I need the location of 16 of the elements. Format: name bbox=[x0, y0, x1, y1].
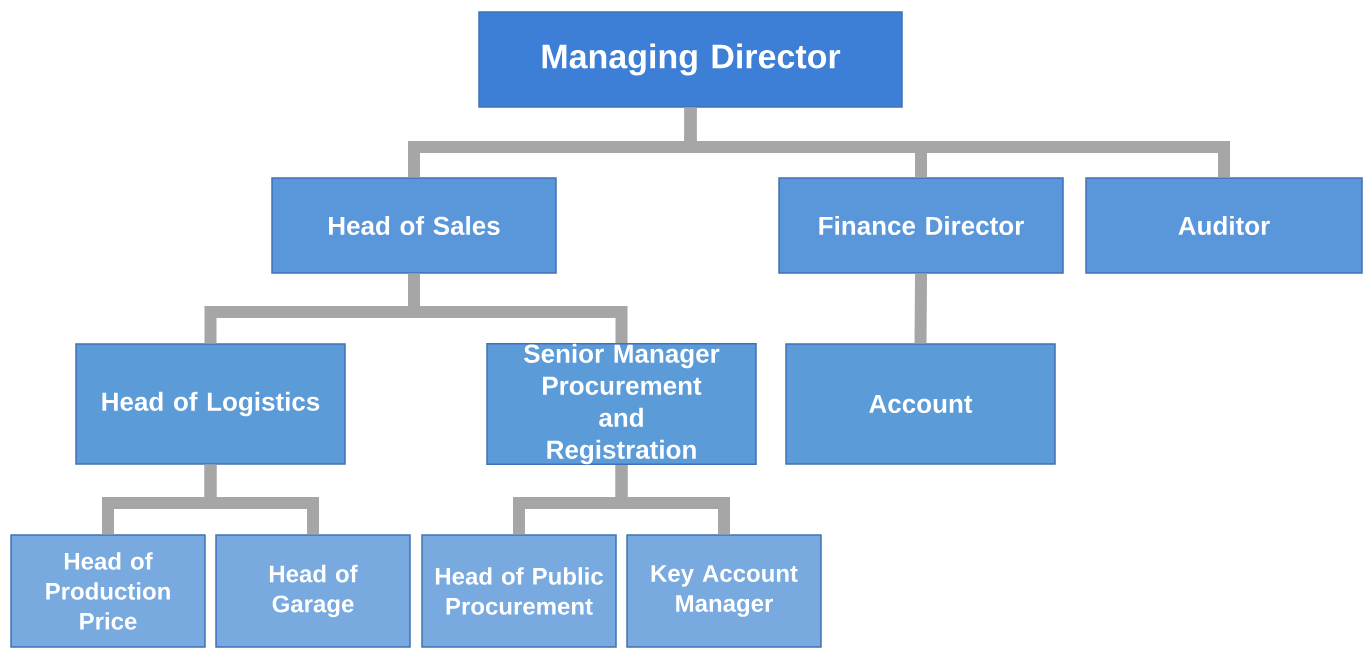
org-box: Finance Director bbox=[778, 177, 1064, 274]
org-box: Head of Garage bbox=[215, 534, 411, 648]
org-box: Head of Public Procurement bbox=[421, 534, 617, 648]
org-box: Head of Logistics bbox=[75, 343, 346, 465]
connector-line bbox=[408, 273, 628, 344]
org-box: Auditor bbox=[1085, 177, 1363, 274]
org-box: Head of Production Price bbox=[10, 534, 206, 648]
org-box: Account bbox=[785, 343, 1056, 465]
connector-line bbox=[204, 464, 319, 535]
org-box: Senior Manager Procurement and Registration bbox=[486, 343, 757, 465]
connector-line bbox=[684, 107, 1230, 178]
connector-line bbox=[914, 273, 927, 344]
connector-line bbox=[615, 464, 730, 535]
org-box: Managing Director bbox=[478, 11, 903, 108]
org-box: Key Account Manager bbox=[626, 534, 822, 648]
org-box: Head of Sales bbox=[271, 177, 557, 274]
